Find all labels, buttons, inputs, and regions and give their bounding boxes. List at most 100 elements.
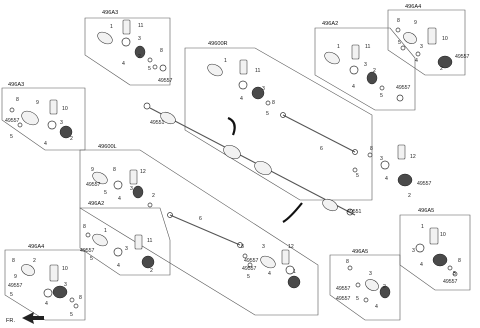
callout-r-3: 3 <box>262 86 265 92</box>
callout-r-1: 1 <box>224 58 227 64</box>
callout-r-11: 11 <box>255 68 260 74</box>
callout-a4b-3: 3 <box>64 282 67 288</box>
label-49551-top: 49551 <box>150 120 165 126</box>
callout-3: 3 <box>138 36 141 42</box>
callout-a4b-5b: 5 <box>70 312 73 318</box>
front-arrow-icon <box>22 312 44 324</box>
callout-a4r-5: 5 <box>398 40 401 46</box>
callout-2: 2 <box>138 54 141 60</box>
callout-l-4: 4 <box>118 196 121 202</box>
label-49557-center-1: 49557 <box>244 258 259 264</box>
callout-5: 5 <box>148 66 151 72</box>
front-direction-indicator: FR. <box>6 312 44 324</box>
label-496A3-left: 496A3 <box>8 82 24 88</box>
callout-lr-1: 1 <box>293 269 296 275</box>
subframe-496A5-bottom <box>329 254 401 321</box>
label-49557-49600L: 49557 <box>86 182 101 188</box>
subframe-496A4-bottom <box>4 249 86 321</box>
label-496A3-top: 496A3 <box>102 10 118 16</box>
callout-r-6: 6 <box>320 146 323 152</box>
callout-r-12: 12 <box>410 154 416 160</box>
callout-a5b-4: 4 <box>375 304 378 310</box>
callout-left-2: 2 <box>70 136 73 142</box>
right-drive-shaft <box>143 102 356 216</box>
callout-a2l-5: 5 <box>90 256 93 262</box>
callout-a5r-1: 1 <box>421 224 424 230</box>
callout-l-12: 12 <box>140 169 146 175</box>
callout-left-8: 8 <box>16 97 19 103</box>
label-49557-bottom-1: 49557 <box>336 286 351 292</box>
callout-a2r-1: 1 <box>337 44 340 50</box>
label-49600R: 49600R <box>208 41 228 47</box>
label-49557-left: 49557 <box>5 118 20 124</box>
callout-a4r-10: 10 <box>442 36 448 42</box>
callout-left-9: 9 <box>36 100 39 106</box>
label-496A2-left: 496A2 <box>88 201 104 207</box>
label-49557-right-2: 49557 <box>455 54 470 60</box>
callout-a2r-11: 11 <box>365 44 370 50</box>
label-49557-center-2: 49557 <box>242 266 257 272</box>
label-49557-496A2-left: 49557 <box>80 248 95 254</box>
callout-r-3b: 3 <box>380 156 383 162</box>
label-49557-bottom-2: 49557 <box>336 296 351 302</box>
callout-r-8: 8 <box>272 100 275 106</box>
callout-a4r-2: 2 <box>440 66 443 72</box>
callout-lr-5: 5 <box>247 274 250 280</box>
callout-r-4b: 4 <box>385 176 388 182</box>
callout-a4b-2: 2 <box>33 258 36 264</box>
callout-8: 8 <box>160 48 163 54</box>
subframe-496A2-right <box>314 27 416 111</box>
callout-a2l-6: 6 <box>199 216 202 222</box>
callout-a4r-4: 4 <box>415 58 418 64</box>
callout-a2r-2: 2 <box>373 68 376 74</box>
subframe-49600L-inner <box>92 169 153 208</box>
callout-lr-3: 3 <box>262 244 265 250</box>
callout-a2l-1: 1 <box>104 228 107 234</box>
callout-a4r-9: 9 <box>414 20 417 26</box>
label-49557-right-3: 49557 <box>417 181 432 187</box>
callout-left-3: 3 <box>60 120 63 126</box>
callout-l-5: 5 <box>104 190 107 196</box>
callout-r-8b: 8 <box>370 146 373 152</box>
callout-a4r-3: 3 <box>420 44 423 50</box>
callout-l-8: 8 <box>113 167 116 173</box>
callout-a2r-5: 5 <box>380 93 383 99</box>
callout-4: 4 <box>122 61 125 67</box>
callout-r-5b: 5 <box>356 173 359 179</box>
callout-11: 11 <box>138 23 143 29</box>
callout-a4b-4: 4 <box>45 301 48 307</box>
callout-a4b-8: 8 <box>12 258 15 264</box>
callout-a4b-9: 9 <box>14 274 17 280</box>
subframe-496A4-right <box>387 9 466 76</box>
callout-a2r-3: 3 <box>364 62 367 68</box>
frame-49600L <box>79 149 319 316</box>
label-49557-bottom-left: 49557 <box>8 283 23 289</box>
label-496A5-left: 496A5 <box>352 249 368 255</box>
inner-shaft-left <box>167 212 243 248</box>
label-49557-right-1: 49557 <box>396 85 411 91</box>
subframe-496A3-left <box>1 87 86 151</box>
label-49557-top: 49557 <box>158 78 173 84</box>
callout-r-4: 4 <box>240 96 243 102</box>
callout-a5r-10: 10 <box>440 232 446 238</box>
subframe-496A3-top <box>84 17 171 86</box>
callout-a5b-2: 2 <box>383 284 386 290</box>
callout-left-10: 10 <box>62 106 68 112</box>
front-label: FR. <box>6 318 15 324</box>
callout-a2l-3: 3 <box>125 246 128 252</box>
callout-l-3: 3 <box>130 186 133 192</box>
callout-a5r-8: 8 <box>458 258 461 264</box>
callout-a5r-5: 5 <box>453 271 456 277</box>
label-496A4-bottom: 496A4 <box>28 244 44 250</box>
callout-a4b-8b: 8 <box>79 295 82 301</box>
callout-a5b-5: 5 <box>356 296 359 302</box>
label-49557-right-4: 49557 <box>443 279 458 285</box>
label-496A2-right: 496A2 <box>322 21 338 27</box>
callout-r-5: 5 <box>266 111 269 117</box>
subframe-496A5-right <box>399 214 471 291</box>
callout-lr-8: 8 <box>241 244 244 250</box>
inner-shaft-right <box>280 112 358 155</box>
callout-1: 1 <box>110 24 113 30</box>
49600L-right-parts <box>242 249 301 289</box>
